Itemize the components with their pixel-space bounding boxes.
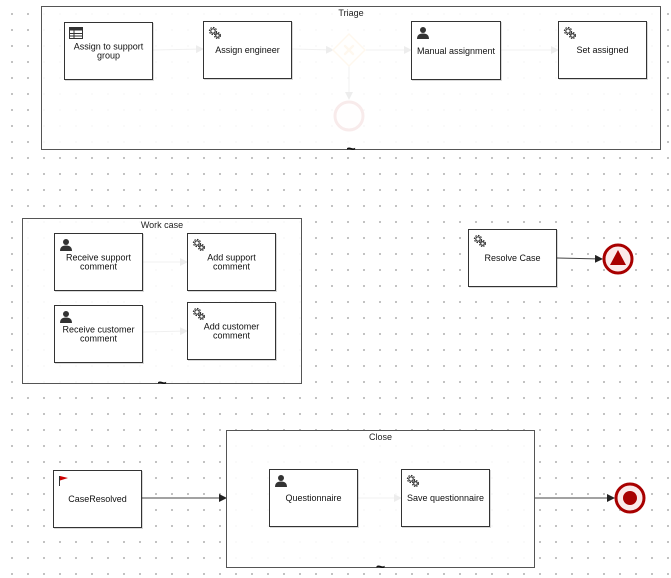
collapse-marker-icon[interactable]: ~ bbox=[157, 375, 167, 392]
task-receive-support-comment[interactable]: Receive support comment bbox=[54, 233, 143, 291]
gear-icon bbox=[192, 238, 206, 252]
task-case-resolved[interactable]: CaseResolved bbox=[53, 470, 142, 528]
task-label: Manual assignment bbox=[416, 45, 496, 56]
gear-icon bbox=[473, 234, 487, 248]
task-label: Receive customer comment bbox=[62, 324, 135, 343]
gear-icon bbox=[406, 474, 420, 488]
task-resolve-case[interactable]: Resolve Case bbox=[468, 229, 557, 287]
user-icon bbox=[59, 310, 73, 324]
subprocess-title: Work case bbox=[140, 220, 184, 230]
task-label: Questionnaire bbox=[285, 492, 342, 503]
task-label: Add customer comment bbox=[203, 321, 260, 340]
subprocess-title: Triage bbox=[338, 8, 364, 18]
table-icon bbox=[69, 27, 83, 41]
user-icon bbox=[416, 26, 430, 40]
task-label: Assign to support group bbox=[73, 41, 144, 60]
task-label: CaseResolved bbox=[68, 493, 127, 504]
task-save-questionnaire[interactable]: Save questionnaire bbox=[401, 469, 490, 527]
escalation-triangle-icon[interactable] bbox=[610, 250, 626, 265]
gear-icon bbox=[192, 307, 206, 321]
task-set-assigned[interactable]: Set assigned bbox=[558, 21, 647, 79]
task-add-customer-comment[interactable]: Add customer comment bbox=[187, 302, 276, 360]
task-label: Resolve Case bbox=[484, 252, 541, 263]
task-assign-engineer[interactable]: Assign engineer bbox=[203, 21, 292, 79]
user-icon bbox=[274, 474, 288, 488]
collapse-marker-icon[interactable]: ~ bbox=[346, 141, 356, 158]
task-receive-customer-comment[interactable]: Receive customer comment bbox=[54, 305, 143, 363]
terminate-dot-icon[interactable] bbox=[623, 491, 637, 505]
gear-icon bbox=[563, 26, 577, 40]
collapse-marker-icon[interactable]: ~ bbox=[375, 559, 386, 576]
task-add-support-comment[interactable]: Add support comment bbox=[187, 233, 276, 291]
task-label: Receive support comment bbox=[65, 252, 132, 271]
gear-icon bbox=[208, 26, 222, 40]
task-label: Assign engineer bbox=[215, 44, 280, 55]
task-label: Save questionnaire bbox=[406, 492, 485, 503]
sequence-flow[interactable] bbox=[556, 254, 603, 263]
task-label: Add support comment bbox=[207, 252, 256, 271]
flag-icon bbox=[58, 475, 72, 489]
task-manual-assignment[interactable]: Manual assignment bbox=[411, 21, 501, 80]
task-questionnaire[interactable]: Questionnaire bbox=[269, 469, 358, 527]
task-label: Set assigned bbox=[576, 44, 629, 55]
task-assign-support-group[interactable]: Assign to support group bbox=[64, 22, 153, 80]
subprocess-title: Close bbox=[368, 432, 392, 442]
user-icon bbox=[59, 238, 73, 252]
